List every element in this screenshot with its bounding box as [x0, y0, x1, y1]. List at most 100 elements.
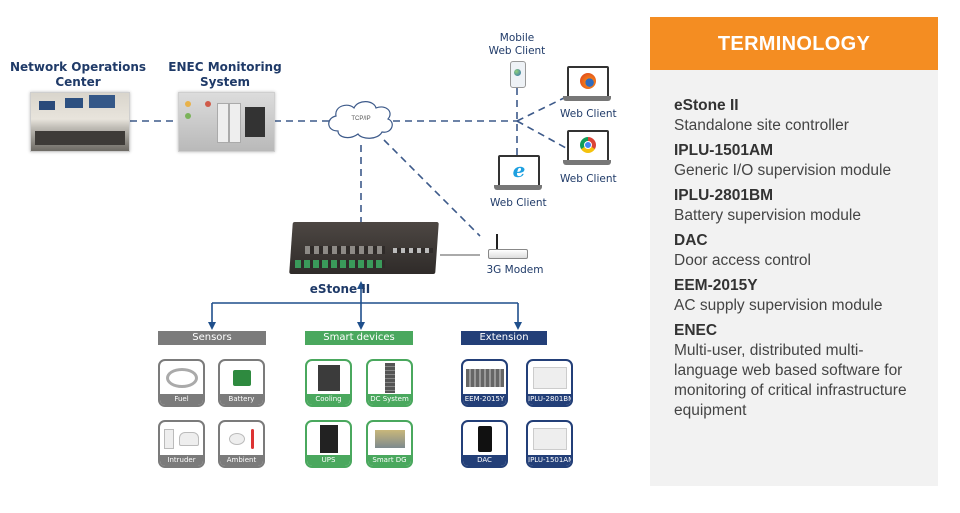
tile-battery: Battery [218, 359, 265, 407]
noc-desks [35, 131, 125, 145]
generator-icon [368, 422, 411, 455]
term-description: Multi-user, distributed multi-language w… [674, 342, 907, 419]
noc-label: Network Operations Center [8, 60, 148, 90]
tile-label: Fuel [160, 394, 203, 405]
noc-label-line1: Network Operations [9, 60, 147, 74]
group-header-smart-devices: Smart devices [305, 331, 413, 345]
enec-gauge [185, 113, 191, 119]
tile-dac: DAC [461, 420, 508, 468]
estone-device [285, 222, 440, 277]
chrome-icon-center [584, 141, 592, 149]
term-name: eStone II [674, 97, 739, 114]
laptop-base [494, 185, 542, 190]
battery-sensor-icon [220, 361, 263, 394]
tile-dc-system: DC System [366, 359, 413, 407]
term-name: ENEC [674, 322, 718, 339]
fuel-sensor-icon [160, 361, 203, 394]
laptop-screen: e [498, 155, 540, 187]
term-item: IPLU-1501AM Generic I/O supervision modu… [674, 141, 938, 181]
iplu-module-icon [528, 422, 571, 455]
tile-label: DAC [463, 455, 506, 466]
term-description: Battery supervision module [674, 207, 861, 224]
laptop-screen [567, 66, 609, 98]
terminology-panel: TERMINOLOGY eStone II Standalone site co… [650, 17, 938, 486]
term-item: DAC Door access control [674, 231, 938, 271]
arrow-down-sensors [208, 322, 216, 330]
enec-label-line1: ENEC Monitoring [168, 60, 282, 74]
link-hub-chrome [516, 120, 567, 149]
modem-body [488, 249, 528, 259]
enec-rack-dark [245, 107, 265, 137]
term-description: AC supply supervision module [674, 297, 883, 314]
web-client-chrome-label: Web Client [560, 173, 617, 185]
estone-ports [305, 246, 385, 254]
group-header-sensors: Sensors [158, 331, 266, 345]
terminology-title: TERMINOLOGY [650, 17, 938, 70]
ups-icon [307, 422, 350, 455]
enec-gauge [185, 101, 191, 107]
door-access-icon [463, 422, 506, 455]
mobile-client-label: Mobile Web Client [480, 32, 554, 58]
enec-screenshot [178, 92, 275, 152]
arrow-down-smart [357, 322, 365, 330]
tile-label: UPS [307, 455, 350, 466]
tile-label: DC System [368, 394, 411, 405]
cloud-icon [328, 101, 393, 139]
tile-label: Smart DG [368, 455, 411, 466]
ambient-sensor-icon [220, 422, 263, 455]
enec-label: ENEC Monitoring System [160, 60, 290, 90]
iplu-module-icon [528, 361, 571, 394]
enec-gauge [205, 101, 211, 107]
terminology-list: eStone II Standalone site controller IPL… [650, 70, 938, 421]
laptop-chrome [563, 130, 611, 170]
web-client-firefox-label: Web Client [560, 108, 617, 120]
term-description: Generic I/O supervision module [674, 162, 892, 179]
term-name: IPLU-1501AM [674, 142, 774, 159]
term-name: EEM-2015Y [674, 277, 758, 294]
noc-photo [30, 92, 130, 152]
laptop-ie: e [494, 155, 542, 195]
term-description: Standalone site controller [674, 117, 849, 134]
term-item: eStone II Standalone site controller [674, 96, 938, 136]
laptop-screen [567, 130, 609, 162]
term-description: Door access control [674, 252, 811, 269]
modem-antenna [496, 234, 498, 250]
modem-device [486, 234, 530, 262]
arrow-up-estone [357, 281, 365, 289]
tile-iplu-1501am: IPLU-1501AM [526, 420, 573, 468]
enec-label-line2: System [200, 75, 250, 89]
term-item: EEM-2015Y AC supply supervision module [674, 276, 938, 316]
mobile-client-label-line2: Web Client [488, 45, 546, 57]
mobile-phone-icon [510, 61, 526, 88]
term-name: DAC [674, 232, 708, 249]
tile-label: Battery [220, 394, 263, 405]
firefox-icon [580, 73, 596, 89]
modem-label: 3G Modem [486, 264, 544, 276]
enec-rack [229, 103, 241, 143]
term-item: IPLU-2801BM Battery supervision module [674, 186, 938, 226]
arrow-down-extension [514, 322, 522, 330]
tile-ups: UPS [305, 420, 352, 468]
cooling-unit-icon [307, 361, 350, 394]
noc-screen [39, 101, 55, 110]
cloud-label: TCP/IP [351, 116, 371, 122]
laptop-firefox [563, 66, 611, 106]
tile-smart-dg: Smart DG [366, 420, 413, 468]
tile-eem-2015y: EEM-2015Y [461, 359, 508, 407]
laptop-base [563, 160, 611, 165]
dc-system-icon [368, 361, 411, 394]
tile-label: EEM-2015Y [463, 394, 506, 405]
intruder-sensor-icon [160, 422, 203, 455]
laptop-base [563, 96, 611, 101]
tile-label: IPLU-2801BM [528, 394, 573, 405]
chrome-icon [580, 137, 596, 153]
noc-label-line2: Center [55, 75, 101, 89]
noc-screen [65, 98, 83, 108]
link-cloud-modem [383, 139, 481, 237]
tile-ambient: Ambient [218, 420, 265, 468]
tile-label: Cooling [307, 394, 350, 405]
noc-screen [89, 95, 115, 108]
tile-iplu-2801bm: IPLU-2801BM [526, 359, 573, 407]
group-header-extension-modules: Extension Modules [461, 331, 547, 357]
